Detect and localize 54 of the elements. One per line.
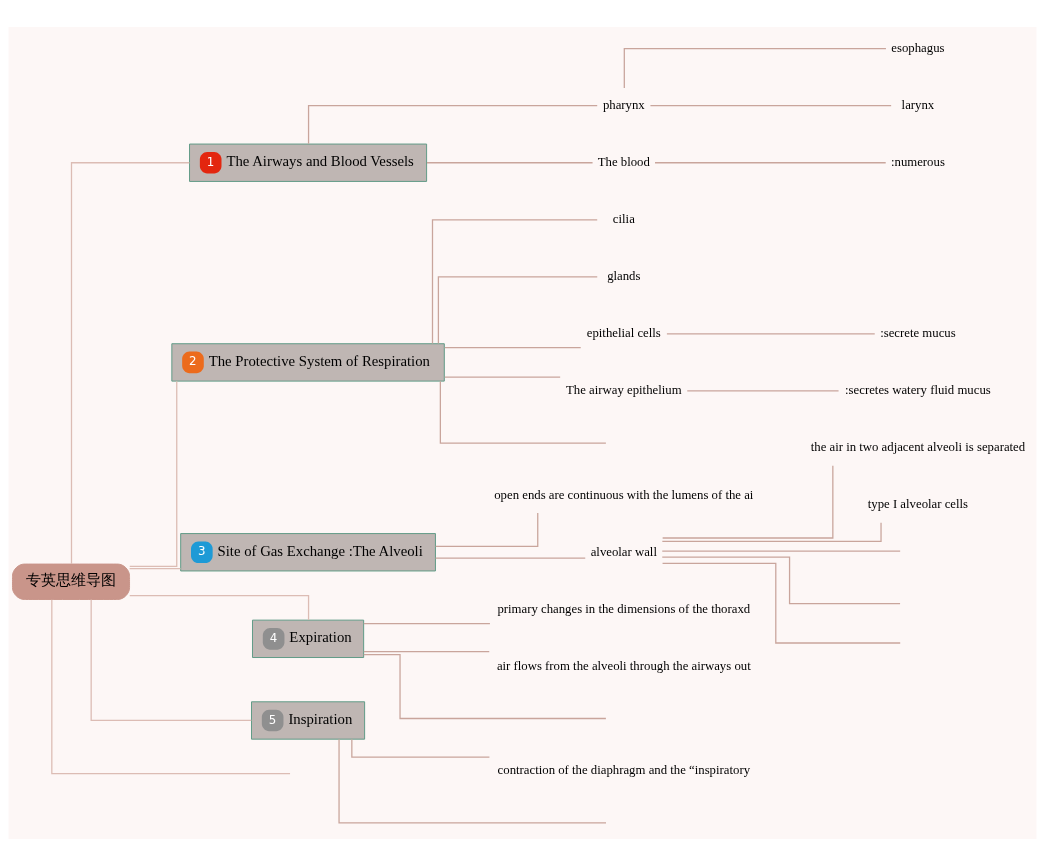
node-text: contraction of the diaphragm and the “inspiratory xyxy=(497,762,751,777)
connector xyxy=(338,738,607,823)
node-text: pharynx xyxy=(602,97,645,112)
connector xyxy=(654,161,887,163)
node-box: 1 The Airways and Blood Vessels xyxy=(189,143,428,182)
node-box: 2 The Protective System of Respiration xyxy=(171,342,445,382)
connector xyxy=(661,556,901,604)
connector xyxy=(431,218,598,344)
node-text: :numerous xyxy=(890,154,945,169)
connector xyxy=(661,562,901,644)
connector xyxy=(426,161,594,163)
node-text: alveolar wall xyxy=(590,544,657,559)
connector xyxy=(51,598,291,774)
connector xyxy=(444,376,561,378)
connector xyxy=(661,549,901,552)
node-text: open ends are continuous with the lumens of the ai xyxy=(494,487,754,502)
connector xyxy=(686,389,840,392)
connector xyxy=(434,557,586,559)
node-text: glands xyxy=(607,268,641,283)
connector xyxy=(128,567,182,569)
connector xyxy=(435,511,539,547)
connector xyxy=(666,332,876,335)
node-text: air flows from the alveoli through the airways out xyxy=(496,658,751,673)
connector xyxy=(439,380,607,444)
connector xyxy=(444,346,582,348)
connector xyxy=(129,594,310,621)
node-box: 专英思维导图 xyxy=(12,563,130,600)
node-box: 4 Expiration xyxy=(252,619,365,658)
node-text: cilia xyxy=(612,211,635,226)
connector xyxy=(649,104,892,106)
connector xyxy=(70,161,191,565)
connector xyxy=(623,47,887,89)
node-text: type I alveolar cells xyxy=(867,496,969,511)
connector xyxy=(363,622,491,624)
node-text: The airway epithelium xyxy=(566,382,682,397)
node-text: larynx xyxy=(901,97,935,112)
connector xyxy=(90,598,252,721)
node-text: :secretes watery fluid mucus xyxy=(845,382,991,397)
connector xyxy=(363,653,607,719)
connector xyxy=(307,104,598,144)
node-text: :secrete mucus xyxy=(880,325,956,340)
connector xyxy=(437,275,598,344)
node-text: epithelial cells xyxy=(586,325,661,340)
node-box: 3 Site of Gas Exchange :The Alveoli xyxy=(180,532,436,571)
connector xyxy=(351,738,491,758)
node-text: The blood xyxy=(597,154,650,169)
connector xyxy=(129,380,178,567)
connector xyxy=(662,464,834,539)
node-text: esophagus xyxy=(891,40,945,55)
node-text: the air in two adjacent alveoli is separated xyxy=(810,439,1026,454)
connector xyxy=(363,650,490,652)
node-box: 5 Inspiration xyxy=(251,700,366,740)
connector xyxy=(661,521,882,542)
node-text: primary changes in the dimensions of the thoraxd xyxy=(497,601,751,616)
